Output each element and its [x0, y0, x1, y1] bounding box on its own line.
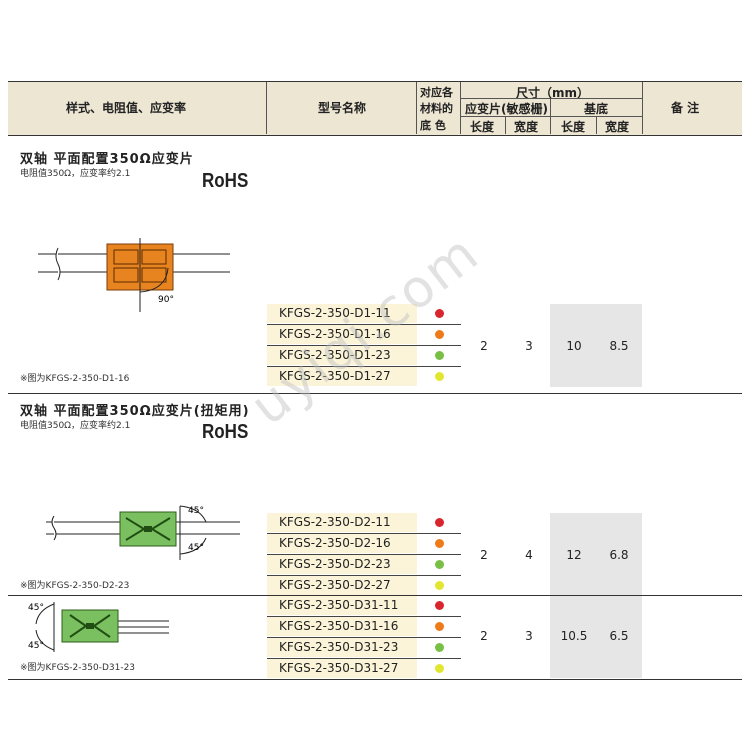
base-width-value: 6.8	[609, 548, 629, 562]
base-bg-2	[550, 513, 642, 595]
model-row: KFGS-2-350-D31-23	[267, 638, 417, 657]
gauge-length-value: 2	[480, 629, 488, 643]
base-length-value: 10	[566, 339, 582, 353]
section-1-rohs: RoHS	[202, 170, 249, 192]
table-header: 样式、电阻值、应变率 型号名称 对应各 材料的 底 色 尺寸（mm） 应变片(敏…	[8, 81, 742, 136]
section-1-note: ※图为KFGS-2-350-D1-16	[20, 374, 130, 384]
section-2-rohs: RoHS	[202, 421, 249, 443]
base-length-value: 12	[566, 548, 582, 562]
section-2-subtitle: 电阻值350Ω，应变率约2.1	[20, 421, 131, 431]
color-dot-orange	[435, 330, 444, 339]
color-dot-yellow	[435, 581, 444, 590]
base-width-value: 6.5	[609, 629, 629, 643]
header-base-length: 长度	[561, 120, 586, 134]
section-1-title: 双轴 平面配置350Ω应变片	[20, 152, 194, 167]
header-material-3: 底 色	[420, 119, 446, 132]
model-row: KFGS-2-350-D2-11	[267, 513, 417, 532]
header-material-2: 材料的	[420, 102, 453, 115]
color-dot-green	[435, 643, 444, 652]
color-dot-green	[435, 560, 444, 569]
base-bg-1	[550, 304, 642, 387]
color-dot-orange	[435, 539, 444, 548]
color-dot-green	[435, 351, 444, 360]
section-2-note: ※图为KFGS-2-350-D2-23	[20, 581, 130, 591]
section-2-title: 双轴 平面配置350Ω应变片(扭矩用)	[20, 404, 250, 419]
header-gauge-width: 宽度	[514, 120, 539, 134]
gauge-diagram-d31: 45° 45°	[28, 602, 169, 652]
gauge-length-value: 2	[480, 548, 488, 562]
section-1-subtitle: 电阻值350Ω，应变率约2.1	[20, 169, 131, 179]
model-row: KFGS-2-350-D1-11	[267, 304, 417, 323]
header-base-width: 宽度	[605, 120, 630, 134]
gauge-width-value: 4	[525, 548, 533, 562]
header-gauge: 应变片(敏感栅)	[465, 102, 548, 116]
base-length-value: 10.5	[560, 629, 588, 643]
angle-label-d1: 90°	[158, 295, 174, 305]
base-width-value: 8.5	[609, 339, 629, 353]
model-row: KFGS-2-350-D1-23	[267, 346, 417, 365]
angle-top-d2: 45°	[188, 506, 204, 516]
color-dot-red	[435, 309, 444, 318]
angle-bottom-d31: 45°	[28, 641, 44, 651]
model-row: KFGS-2-350-D31-16	[267, 617, 417, 636]
header-base: 基底	[584, 102, 609, 116]
model-row: KFGS-2-350-D31-27	[267, 659, 417, 678]
angle-bottom-d2: 45°	[188, 543, 204, 553]
color-dot-red	[435, 518, 444, 527]
model-row: KFGS-2-350-D1-16	[267, 325, 417, 344]
header-dimension: 尺寸（mm）	[516, 86, 590, 100]
gauge-diagram-d1: 90°	[38, 238, 230, 312]
model-row: KFGS-2-350-D31-11	[267, 596, 417, 615]
header-model-col: 型号名称	[318, 101, 367, 115]
header-note: 备 注	[671, 101, 700, 115]
color-dot-orange	[435, 622, 444, 631]
gauge-width-value: 3	[525, 629, 533, 643]
gauge-length-value: 2	[480, 339, 488, 353]
header-material-1: 对应各	[420, 86, 453, 99]
model-row: KFGS-2-350-D1-27	[267, 367, 417, 386]
angle-top-d31: 45°	[28, 603, 44, 613]
header-style-col: 样式、电阻值、应变率	[66, 101, 187, 115]
base-bg-3	[550, 596, 642, 678]
color-dot-yellow	[435, 664, 444, 673]
gauge-width-value: 3	[525, 339, 533, 353]
model-row: KFGS-2-350-D2-16	[267, 534, 417, 553]
color-dot-yellow	[435, 372, 444, 381]
model-row: KFGS-2-350-D2-23	[267, 555, 417, 574]
section-3-note: ※图为KFGS-2-350-D31-23	[20, 663, 136, 673]
gauge-diagram-d2: 45° 45°	[46, 505, 240, 560]
header-gauge-length: 长度	[470, 120, 495, 134]
model-row: KFGS-2-350-D2-27	[267, 576, 417, 595]
color-dot-red	[435, 601, 444, 610]
